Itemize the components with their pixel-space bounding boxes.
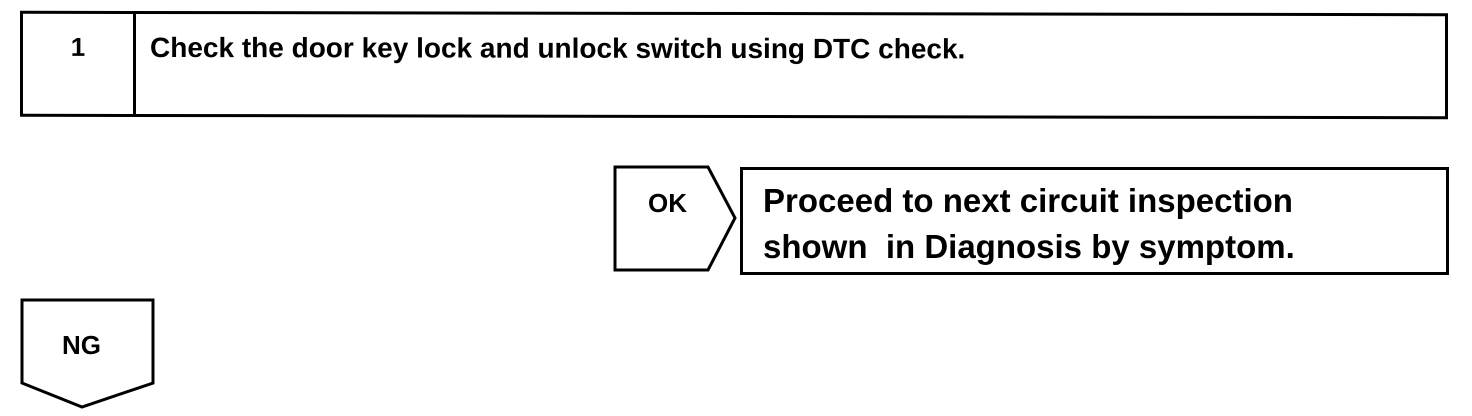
ng-label: NG [62,330,101,360]
ng-arrow-shape [20,298,155,409]
ok-label: OK [648,188,687,218]
ok-result-line1: Proceed to next circuit inspection [763,182,1293,219]
ok-arrow-shape [613,165,737,272]
ok-result-box: Proceed to next circuit inspection shown… [740,167,1449,275]
ok-result-line2: shown in Diagnosis by symptom. [763,228,1295,265]
